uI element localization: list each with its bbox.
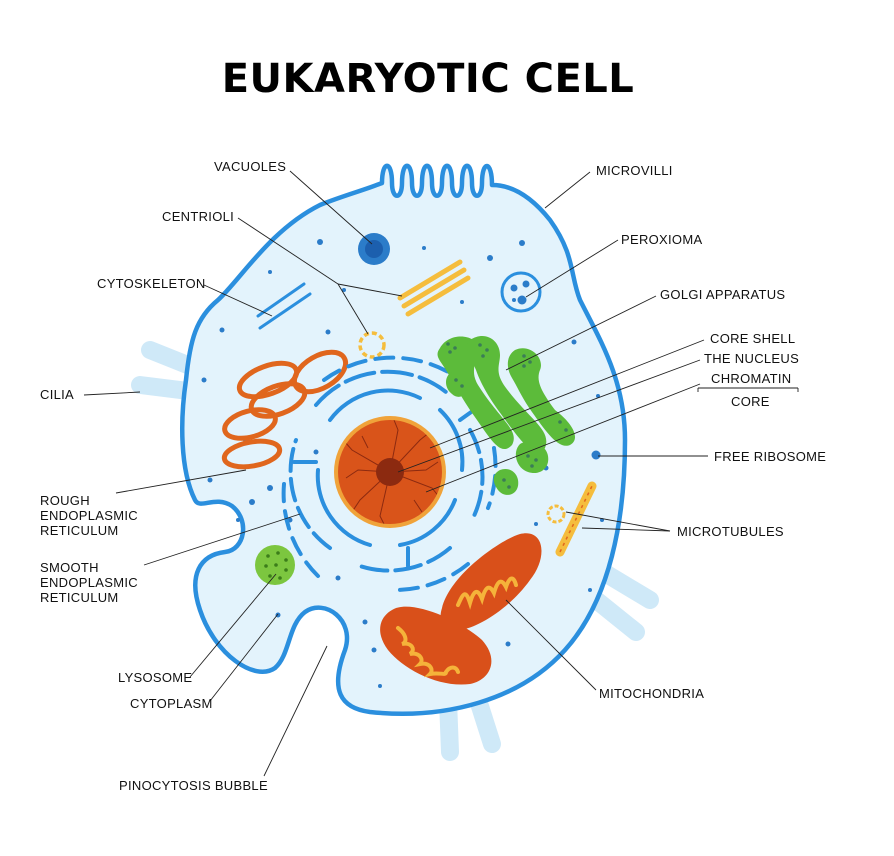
centrioli bbox=[397, 259, 471, 317]
label-rough-er-line3: RETICULUM bbox=[40, 523, 119, 538]
label-mitochondria: MITOCHONDRIA bbox=[599, 686, 704, 701]
label-rough-er-line2: ENDOPLASMIC bbox=[40, 508, 138, 523]
label-microtubules: MICROTUBULES bbox=[677, 524, 784, 539]
label-smooth-er-line2: ENDOPLASMIC bbox=[40, 575, 138, 590]
free-ribosome bbox=[591, 450, 601, 460]
golgi-apparatus bbox=[437, 335, 575, 495]
label-vacuoles: VACUOLES bbox=[214, 159, 286, 174]
label-centrioli: CENTRIOLI bbox=[162, 209, 234, 224]
label-smooth-er-line3: RETICULUM bbox=[40, 590, 119, 605]
rough-endoplasmic-reticulum bbox=[221, 349, 349, 470]
diagram-title: EUKARYOTIC CELL bbox=[221, 56, 635, 102]
label-golgi-apparatus: GOLGI APPARATUS bbox=[660, 287, 785, 302]
golgi-vesicle-dots bbox=[446, 342, 568, 489]
microtubules bbox=[546, 481, 597, 557]
nucleus-core bbox=[376, 458, 404, 486]
nucleus bbox=[334, 416, 446, 528]
label-rough-er-line1: ROUGH bbox=[40, 493, 90, 508]
label-peroxioma: PEROXIOMA bbox=[621, 232, 702, 247]
lysosome bbox=[255, 545, 295, 585]
cytoskeleton bbox=[256, 282, 312, 330]
label-pinocytosis-bubble: PINOCYTOSIS BUBBLE bbox=[119, 778, 268, 793]
leader-lines bbox=[83, 170, 799, 777]
mitochondria bbox=[380, 533, 542, 685]
label-cytoskeleton: CYTOSKELETON bbox=[97, 276, 206, 291]
peroxioma bbox=[500, 271, 542, 313]
label-the-nucleus: THE NUCLEUS bbox=[704, 351, 799, 366]
label-microvilli: MICROVILLI bbox=[596, 163, 673, 178]
label-core-shell: CORE SHELL bbox=[710, 331, 795, 346]
centriole-ring bbox=[358, 331, 386, 359]
label-smooth-er-line1: SMOOTH bbox=[40, 560, 99, 575]
label-free-ribosome: FREE RIBOSOME bbox=[714, 449, 826, 464]
label-chromatin: CHROMATIN bbox=[711, 371, 791, 386]
vacuole bbox=[358, 233, 390, 265]
label-cilia: CILIA bbox=[40, 387, 74, 402]
label-cytoplasm: CYTOPLASM bbox=[130, 696, 213, 711]
label-lysosome: LYSOSOME bbox=[118, 670, 192, 685]
label-core: CORE bbox=[731, 394, 770, 409]
